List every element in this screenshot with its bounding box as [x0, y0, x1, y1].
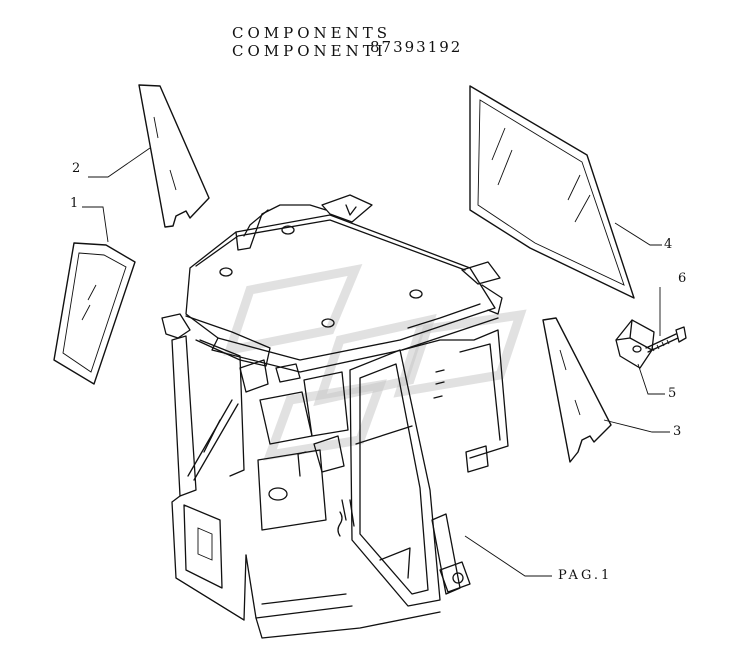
- part-2-side-glass: [138, 84, 210, 228]
- callout-4: 4: [664, 237, 673, 252]
- leader-lines: [82, 147, 670, 577]
- part-6-bolt: [645, 326, 687, 353]
- callout-page-reference: PAG.1: [558, 568, 613, 583]
- callout-3: 3: [673, 424, 682, 439]
- callout-1: 1: [70, 196, 79, 211]
- part-3-side-glass: [542, 317, 612, 463]
- cab-assembly: [161, 194, 509, 639]
- callout-2: 2: [72, 161, 81, 176]
- header-title-en: COMPONENTS: [232, 24, 392, 42]
- watermark: [223, 264, 527, 461]
- callout-6: 6: [678, 271, 687, 286]
- part-4-rear-window: [469, 85, 635, 299]
- header-part-number: 87393192: [370, 38, 463, 56]
- header-title-it: COMPONENTI: [232, 42, 387, 60]
- part-1-quarter-glass: [53, 242, 136, 385]
- part-5-glass-clip: [615, 319, 655, 369]
- callout-5: 5: [668, 386, 677, 401]
